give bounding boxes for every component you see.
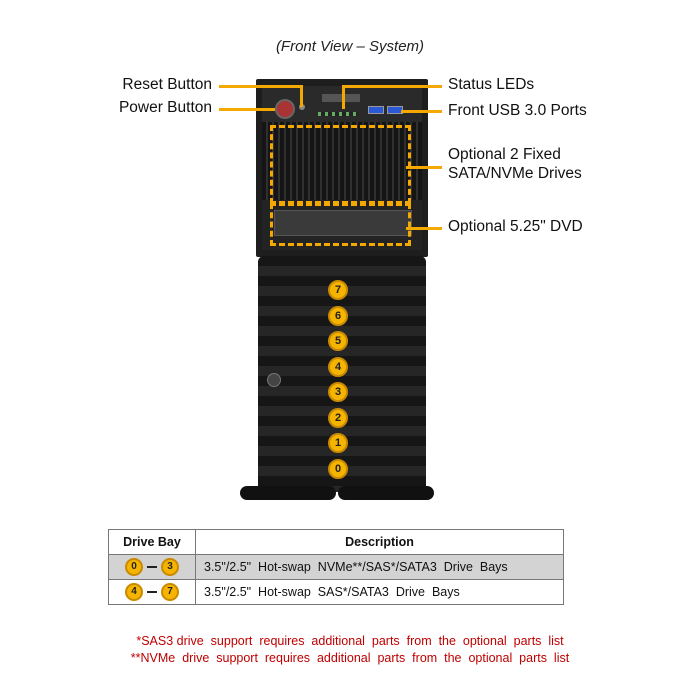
bay-badge-from: 0 [125,558,143,576]
table-header-row: Drive Bay Description [108,529,564,555]
leader-status-drop [342,85,345,109]
drive-bay-badge-7: 7 [328,280,348,300]
leader-status [344,85,442,88]
bay-badge-to: 3 [161,558,179,576]
dvd-drive-graphic [274,210,412,236]
table-header-description: Description [195,529,564,555]
leader-fixed [406,166,442,169]
dvd-highlight [270,203,411,246]
table-header-drive-bay: Drive Bay [108,529,196,555]
callout-power-button: Power Button [118,99,212,116]
leader-power [219,108,275,111]
chassis-foot-left [240,486,336,500]
bay-badge-from: 4 [125,583,143,601]
footnote-sas3: *SAS3 drive support requires additional … [136,634,564,648]
usb-port-graphic [368,106,384,114]
callout-reset-button: Reset Button [122,76,212,93]
callout-front-usb: Front USB 3.0 Ports [448,102,587,119]
drive-bay-description: 3.5"/2.5" Hot-swap NVMe**/SAS*/SATA3 Dri… [195,554,564,580]
drive-bay-badge-0: 0 [328,459,348,479]
callout-status-leds: Status LEDs [448,76,535,93]
callout-dvd: Optional 5.25" DVD [448,218,583,235]
drive-bay-description: 3.5"/2.5" Hot-swap SAS*/SATA3 Drive Bays [195,579,564,605]
leader-dvd [406,227,442,230]
leader-usb [401,110,442,113]
power-button-graphic [275,99,295,119]
fixed-drive-bay-panel [262,122,422,200]
fixed-drives-highlight [270,125,411,204]
reset-button-graphic [299,104,305,110]
leader-reset-drop [300,85,303,107]
drive-bay-badge-1: 1 [328,433,348,453]
status-led-strip [318,112,358,116]
bay-badge-to: 7 [161,583,179,601]
range-dash [147,591,157,593]
chassis-lock-icon [267,373,281,387]
drive-bay-badge-5: 5 [328,331,348,351]
callout-fixed-drives-line2: SATA/NVMe Drives [448,165,582,182]
chassis-foot-right [338,486,434,500]
drive-bay-badge-6: 6 [328,306,348,326]
drive-bay-badge-3: 3 [328,382,348,402]
drive-bay-badge-4: 4 [328,357,348,377]
footnote-nvme: **NVMe drive support requires additional… [130,651,570,665]
callout-fixed-drives-line1: Optional 2 Fixed [448,146,561,163]
range-dash [147,566,157,568]
leader-reset [219,85,302,88]
drive-bay-badge-2: 2 [328,408,348,428]
diagram-subtitle: (Front View – System) [275,38,425,55]
brand-plate [322,94,360,102]
